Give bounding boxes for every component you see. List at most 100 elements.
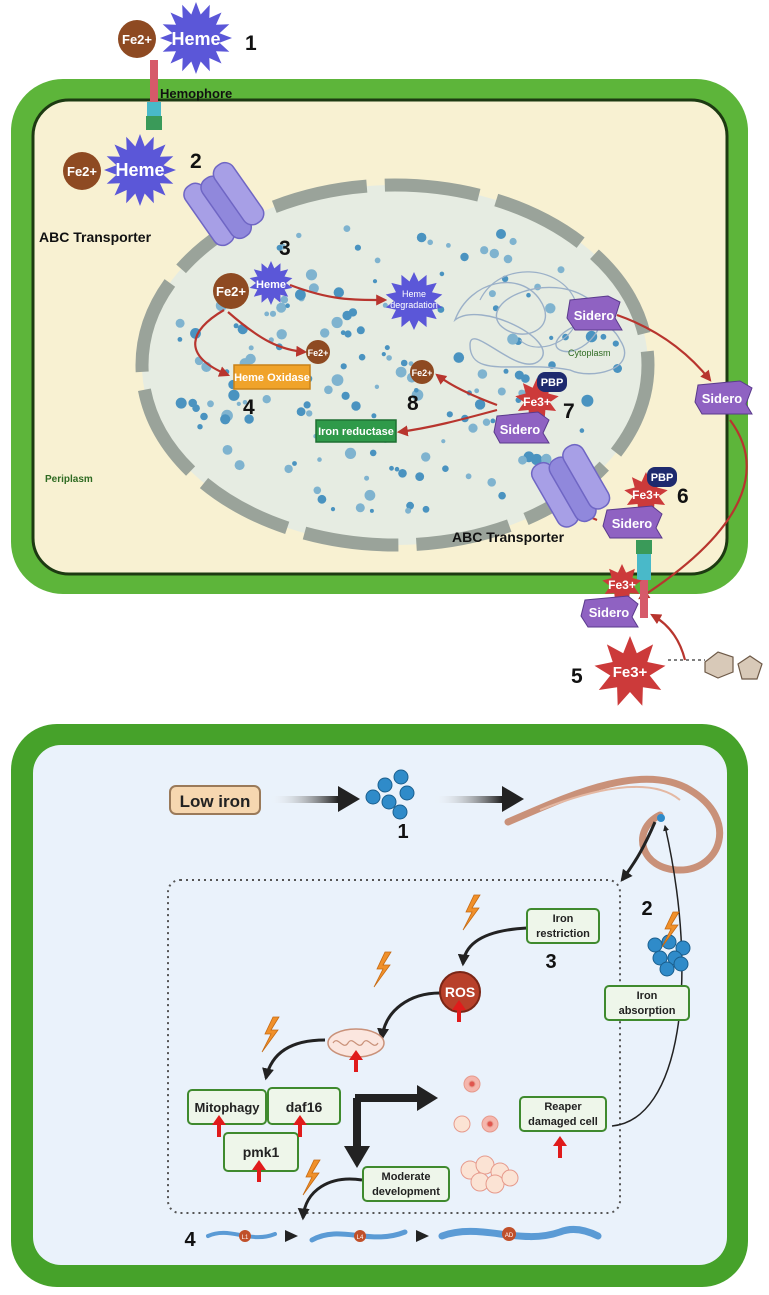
low-iron-label: Low iron	[180, 792, 251, 811]
fe3-label: Fe3+	[632, 488, 660, 502]
iron-dot	[489, 248, 499, 259]
iron-dot	[358, 353, 366, 361]
iron-dot	[374, 257, 381, 264]
iron-dot	[320, 328, 330, 338]
iron-dot	[344, 330, 352, 338]
bottom-step-3: 3	[545, 951, 556, 973]
iron-dot	[330, 507, 336, 512]
iron-dot	[521, 374, 530, 383]
iron-dot	[342, 310, 352, 321]
pbp-fe3-sidero-complex-7: Sidero Fe3+ PBP	[493, 372, 567, 444]
fe2-label: Fe2+	[122, 32, 152, 47]
dish-inner	[33, 745, 727, 1265]
iron-dot	[474, 399, 486, 410]
reaper-label-2: damaged cell	[528, 1116, 598, 1128]
step-4: 4	[243, 396, 255, 419]
fe2-label: Fe2+	[216, 284, 246, 299]
iron-dot	[364, 475, 370, 481]
iron-reductase-label: Iron reductase	[318, 426, 394, 438]
reaper-damaged-cell-box	[519, 1096, 607, 1132]
sidero-label: Sidero	[589, 605, 630, 620]
pbp-label: PBP	[651, 472, 674, 484]
thick-arrows	[344, 1085, 438, 1168]
low-iron-box	[169, 785, 261, 815]
iron-dot	[351, 401, 361, 411]
mitophagy-box	[187, 1089, 267, 1125]
iron-dot	[324, 385, 333, 395]
iron-dot	[190, 328, 201, 339]
iron-dot	[344, 447, 357, 459]
iron-dot	[490, 418, 496, 424]
iron-dot	[369, 449, 377, 457]
iron-dot	[220, 414, 231, 425]
iron-dot	[192, 404, 200, 413]
iron-dot	[340, 363, 347, 370]
iron-dot	[465, 473, 472, 480]
bottom-step-4: 4	[184, 1229, 196, 1251]
iron-dot	[308, 283, 319, 294]
fe3-label: Fe3+	[613, 664, 648, 681]
iron-dot	[421, 452, 431, 462]
moderate-development-label-1: Moderate	[382, 1171, 431, 1183]
iron-dot	[427, 239, 434, 246]
heme-degradation-node: Heme degradation	[385, 272, 443, 330]
step-7: 7	[563, 400, 575, 423]
increase-arrows	[212, 1000, 567, 1182]
iron-restriction-label-1: Iron	[553, 913, 574, 925]
iron-dot	[394, 466, 400, 472]
iron-dot	[317, 457, 322, 462]
iron-dot	[415, 472, 425, 481]
iron-dot	[474, 388, 480, 394]
stage-l4-label: L4	[357, 1235, 364, 1241]
iron-dot	[453, 352, 465, 363]
iron-dot	[442, 465, 449, 473]
step-8: 8	[407, 392, 419, 415]
iron-dot	[579, 428, 585, 433]
iron-dot	[292, 461, 297, 466]
iron-dot	[411, 389, 424, 401]
iron-dot	[313, 486, 322, 495]
iron-restriction-label-2: restriction	[536, 928, 590, 940]
step-2: 2	[190, 150, 202, 173]
iron-dot	[496, 229, 506, 239]
lightning-bolt-icons	[261, 894, 680, 1196]
mitochondrion-icon	[327, 1028, 385, 1058]
iron-dot	[541, 453, 552, 465]
iron-dot	[303, 401, 311, 409]
hemophore-receptor	[146, 60, 162, 130]
heme-degradation-label-2: degradation	[390, 300, 438, 310]
step-1: 1	[245, 32, 257, 55]
iron-dot	[222, 445, 233, 455]
iron-dot	[497, 387, 506, 396]
fe3-large: Fe3+	[594, 636, 666, 706]
iron-dot	[341, 391, 350, 400]
step-3: 3	[279, 237, 291, 260]
fe2-small-1	[306, 340, 330, 364]
iron-dot	[386, 355, 392, 361]
iron-dot	[406, 501, 414, 510]
iron-absorption-label-1: Iron	[637, 990, 658, 1002]
iron-dot	[317, 494, 327, 504]
iron-dot	[422, 505, 430, 513]
sidero-label: Sidero	[702, 391, 743, 406]
iron-dot	[518, 455, 527, 465]
iron-dot	[295, 289, 306, 301]
iron-dot	[468, 423, 478, 433]
iron-dot	[487, 478, 497, 487]
heme-degradation-label-1: Heme	[402, 289, 426, 299]
iron-dot	[507, 333, 519, 345]
iron-dot	[262, 395, 271, 404]
iron-dot	[545, 303, 556, 314]
iron-dot	[285, 303, 290, 309]
cell-cluster-icon	[453, 1075, 519, 1194]
iron-dot	[280, 295, 289, 304]
iron-dot	[384, 345, 390, 351]
heme-label: Heme	[115, 160, 164, 180]
sidero-node-1: Sidero	[566, 295, 623, 331]
step-6: 6	[677, 485, 689, 508]
worm-icon	[504, 775, 723, 874]
iron-dot	[488, 290, 496, 298]
iron-dot	[245, 353, 256, 365]
moderate-development-label-2: development	[372, 1186, 440, 1198]
iron-dot	[398, 469, 407, 478]
